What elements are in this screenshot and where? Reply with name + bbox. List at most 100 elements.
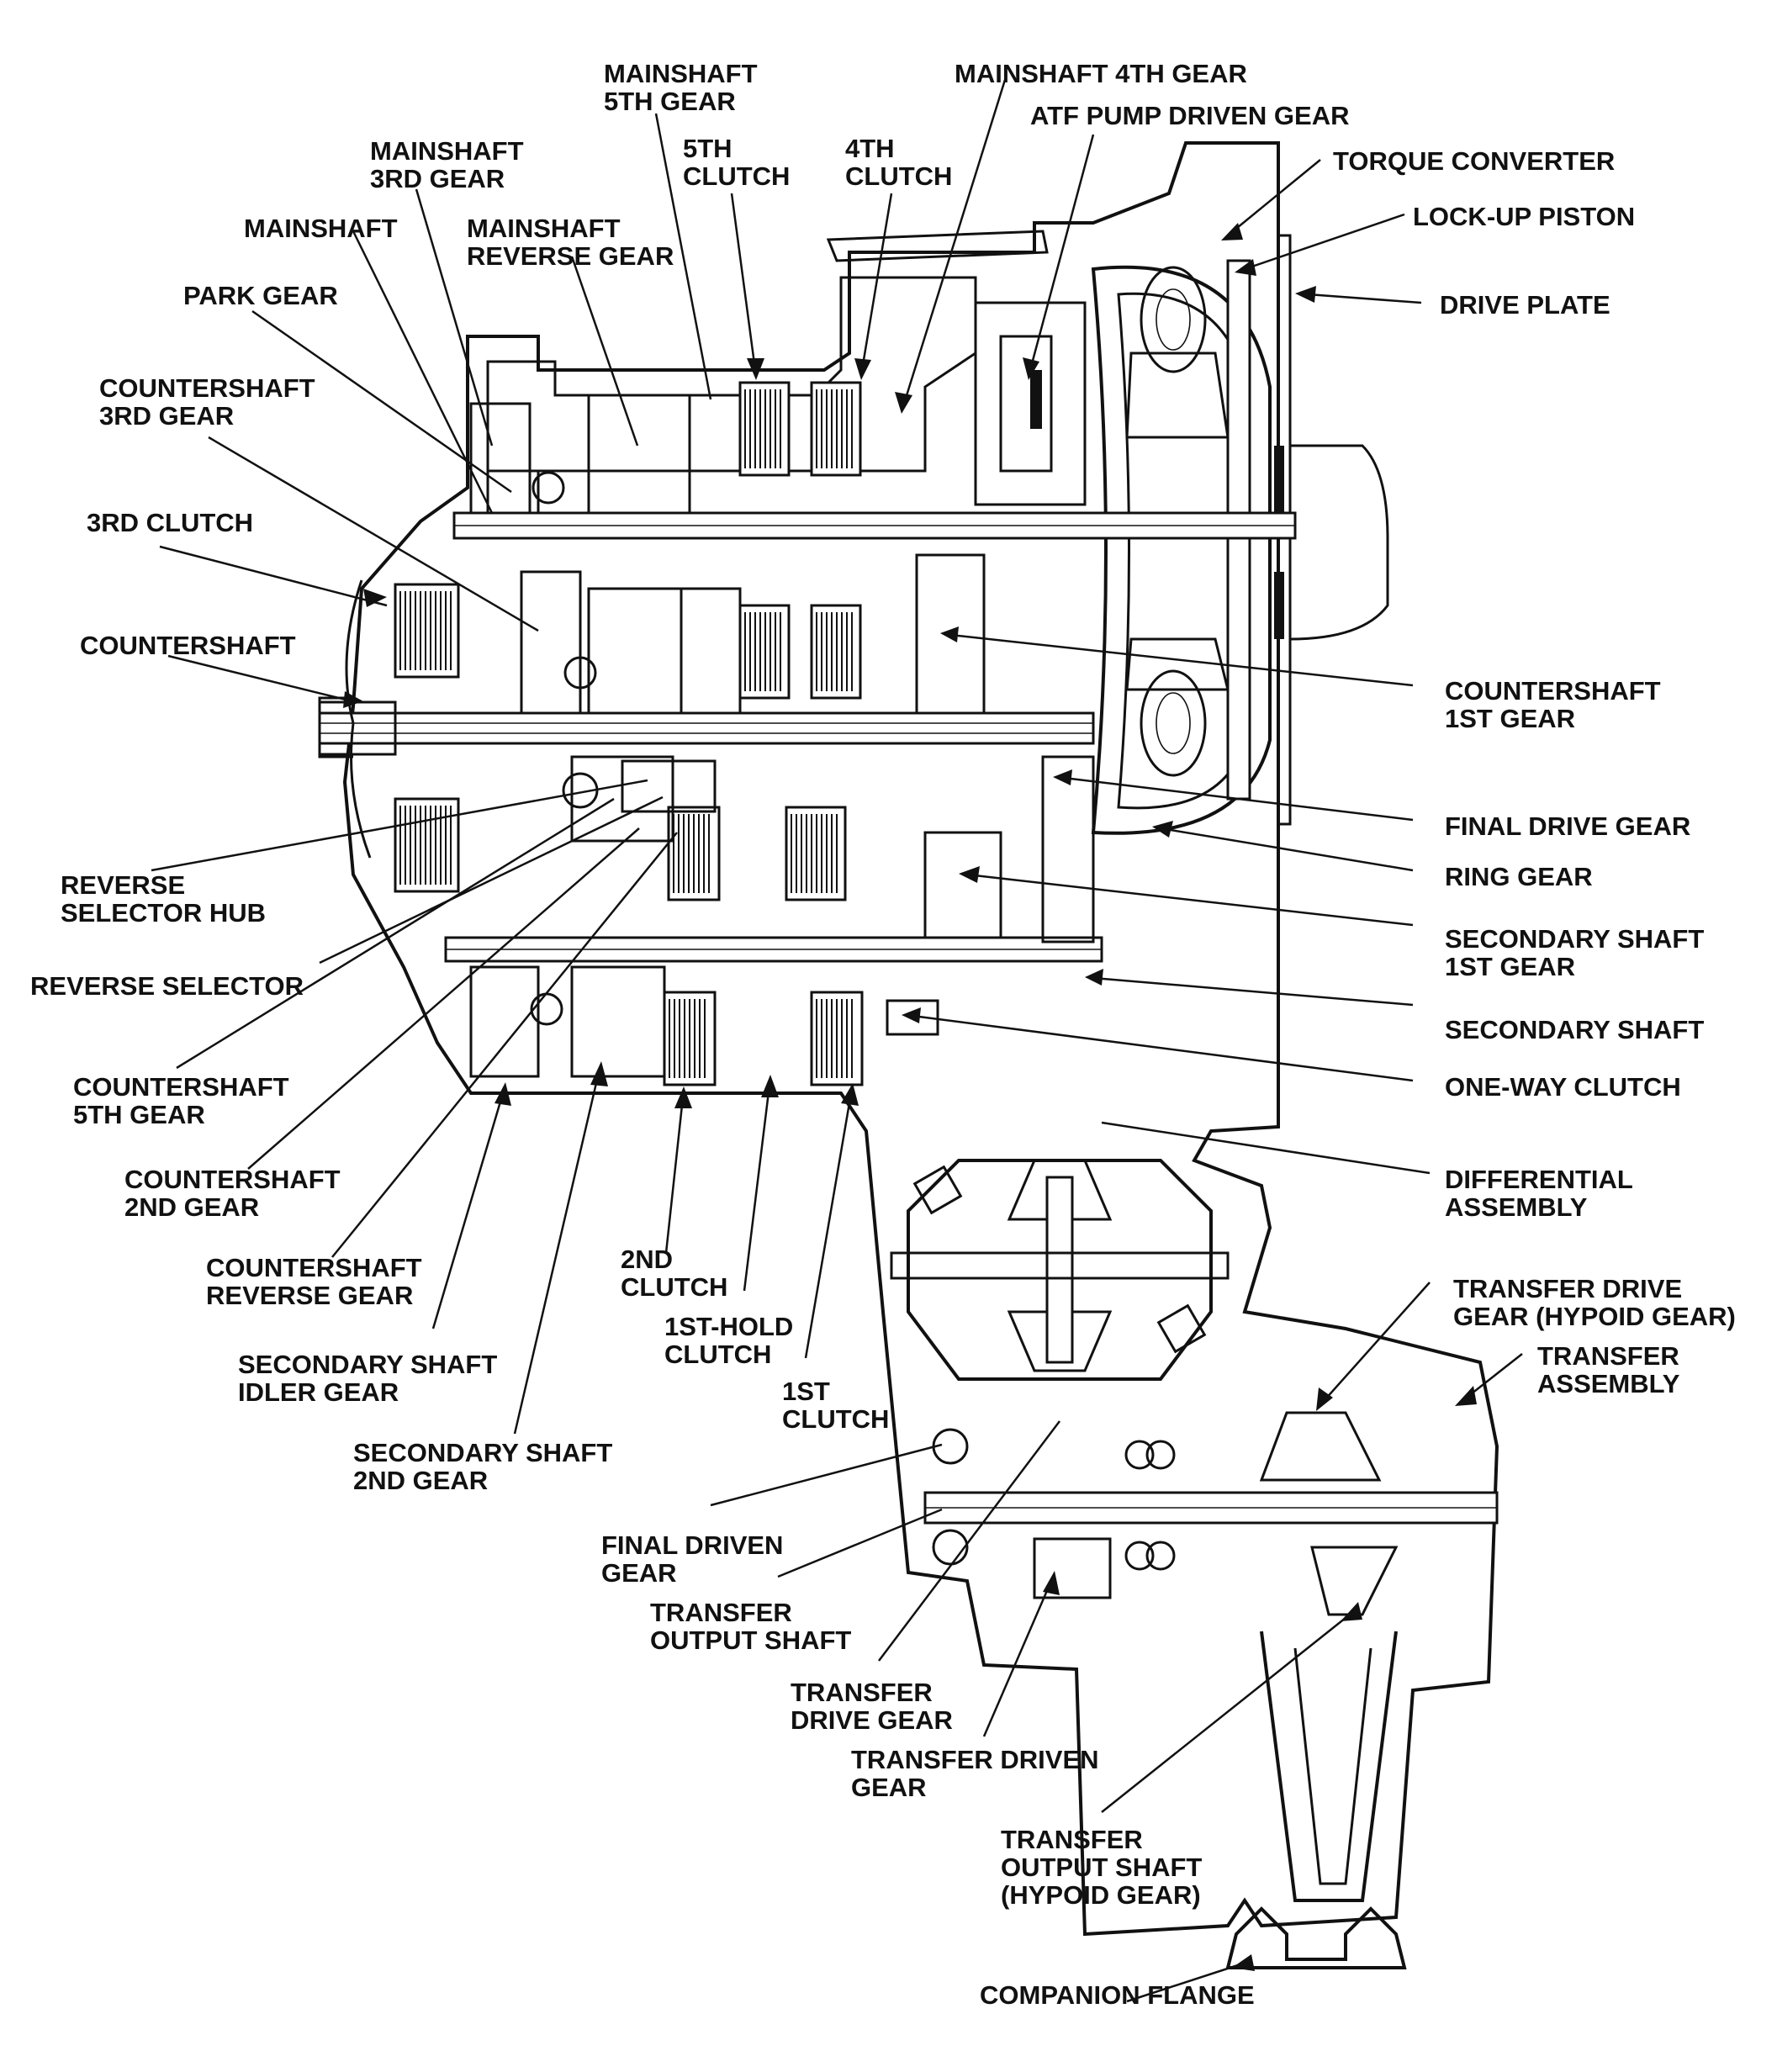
arrowhead-1st-clutch xyxy=(841,1083,859,1106)
label-ring-gear: RING GEAR xyxy=(1445,862,1593,891)
label-3rd-clutch: 3RD CLUTCH xyxy=(87,508,253,537)
callout-labels: MAINSHAFT 5TH GEAR MAINSHAFT 4TH GEAR AT… xyxy=(30,59,1736,2010)
leader-mainshaft-reverse-gear xyxy=(570,256,639,447)
leader-ring-gear xyxy=(1160,827,1414,872)
label-drive-plate: DRIVE PLATE xyxy=(1440,290,1610,320)
label-reverse-selector-hub: REVERSE SELECTOR HUB xyxy=(61,870,266,928)
turbine-upper xyxy=(1140,266,1207,373)
turbine-lower xyxy=(1140,669,1207,777)
arrowhead-3rd-clutch xyxy=(363,589,387,607)
arrowhead-transfer-driven-gear xyxy=(1043,1571,1060,1595)
leader-differential-assembly xyxy=(1101,1121,1431,1175)
reverse-selector-hub-body xyxy=(621,759,717,813)
label-1st-hold-clutch: 1ST-HOLD CLUTCH xyxy=(664,1312,801,1369)
differential-cross-pin xyxy=(1045,1176,1074,1364)
arrowhead-drive-plate xyxy=(1295,286,1316,303)
differential-case xyxy=(907,1159,1213,1381)
label-countershaft: COUNTERSHAFT xyxy=(80,631,296,660)
stator-upper xyxy=(1125,352,1230,439)
transmission-case-outline xyxy=(342,141,1499,1937)
atf-pump-gear xyxy=(999,335,1053,473)
bearing-transfer-b xyxy=(932,1529,969,1566)
leader-secondary-shaft xyxy=(1092,976,1414,1007)
countershaft-body xyxy=(318,711,1095,745)
leader-1st-clutch xyxy=(804,1092,853,1359)
leader-drive-plate xyxy=(1307,293,1422,304)
arrowhead-transfer-assembly xyxy=(1455,1386,1477,1406)
arrowhead-1st-hold-clutch xyxy=(761,1075,779,1097)
label-mainshaft-3rd-gear: MAINSHAFT 3RD GEAR xyxy=(370,136,531,193)
label-reverse-selector: REVERSE SELECTOR xyxy=(30,971,304,1001)
leader-final-driven-gear xyxy=(710,1443,943,1507)
secondary-shaft-2nd-gear-body xyxy=(570,965,666,1078)
label-transfer-drive-gear-hypoid: TRANSFER DRIVE GEAR (HYPOID GEAR) xyxy=(1453,1274,1736,1331)
leader-mainshaft-4th-gear xyxy=(902,79,1007,404)
arrowhead-5th-clutch xyxy=(747,358,764,380)
label-companion-flange: COMPANION FLANGE xyxy=(980,1980,1255,2010)
leader-3rd-clutch xyxy=(159,545,388,607)
secondary-shaft-1st-gear-body xyxy=(923,831,1002,939)
turbine-lower-core xyxy=(1156,692,1191,754)
leader-countershaft-2nd-gear xyxy=(247,827,640,1170)
label-1st-clutch: 1ST CLUTCH xyxy=(782,1377,889,1434)
label-transfer-output-shaft: TRANSFER OUTPUT SHAFT xyxy=(650,1598,851,1655)
leader-4th-clutch xyxy=(860,193,893,371)
arrowhead-one-way-clutch xyxy=(902,1007,921,1023)
label-atf-pump-driven-gear: ATF PUMP DRIVEN GEAR xyxy=(1030,101,1350,130)
countershaft-1st-gear-body xyxy=(915,553,986,715)
bearing-transfer-f xyxy=(1145,1541,1176,1571)
leader-park-gear xyxy=(251,309,512,494)
differential-pinion-lower xyxy=(1007,1310,1113,1372)
torque-converter-inner xyxy=(1117,292,1251,810)
hypoid-gear-upper xyxy=(1310,1546,1399,1616)
label-secondary-shaft-1st-gear: SECONDARY SHAFT 1ST GEAR xyxy=(1445,924,1711,981)
bearing-countershaft-upper xyxy=(563,656,597,690)
leader-mainshaft-3rd-gear xyxy=(415,188,494,447)
ring-gear-band-upper xyxy=(1274,446,1284,513)
transmission-cross-section xyxy=(318,141,1499,1969)
leader-lock-up-piston xyxy=(1244,213,1405,271)
label-5th-clutch: 5TH CLUTCH xyxy=(683,134,790,191)
leader-secondary-shaft-2nd-gear xyxy=(513,1071,600,1435)
differential-pinion-upper xyxy=(1007,1159,1113,1221)
label-mainshaft: MAINSHAFT xyxy=(244,214,398,243)
leader-one-way-clutch xyxy=(912,1014,1414,1082)
transfer-output-housing xyxy=(1260,1631,1398,1902)
park-gear-body xyxy=(486,469,540,515)
label-final-drive-gear: FINAL DRIVE GEAR xyxy=(1445,811,1690,841)
label-transfer-output-shaft-hypoid: TRANSFER OUTPUT SHAFT (HYPOID GEAR) xyxy=(1001,1825,1209,1910)
upper-cover xyxy=(826,230,1049,262)
turbine-upper-core xyxy=(1156,288,1191,351)
bearing-secondary-left xyxy=(530,992,563,1026)
label-park-gear: PARK GEAR xyxy=(183,281,338,310)
label-secondary-shaft-idler-gear: SECONDARY SHAFT IDLER GEAR xyxy=(238,1350,505,1407)
leader-countershaft-5th-gear xyxy=(176,797,615,1070)
final-drive-gear-body xyxy=(1041,755,1095,944)
leader-transfer-driven-gear xyxy=(982,1580,1053,1737)
arrowhead-ring-gear xyxy=(1152,821,1173,838)
leader-countershaft-3rd-gear xyxy=(208,436,539,632)
label-countershaft-2nd-gear: COUNTERSHAFT 2ND GEAR xyxy=(124,1165,347,1222)
arrowhead-2nd-clutch xyxy=(674,1086,692,1108)
flywheel-hub xyxy=(1289,444,1389,641)
mainshaft-3rd-gear-body xyxy=(469,402,532,515)
leader-transfer-drive-gear-hypoid xyxy=(1324,1282,1431,1401)
arrowhead-lock-up-piston xyxy=(1235,259,1256,276)
label-secondary-shaft-2nd-gear: SECONDARY SHAFT 2ND GEAR xyxy=(353,1438,620,1495)
label-differential-assembly: DIFFERENTIAL ASSEMBLY xyxy=(1445,1165,1640,1222)
arrowhead-final-drive-gear xyxy=(1053,769,1072,785)
leader-5th-clutch xyxy=(730,193,757,371)
bearing-transfer-e xyxy=(1124,1541,1155,1571)
leader-countershaft-reverse-gear xyxy=(331,832,678,1258)
atf-pump-housing xyxy=(974,301,1087,506)
countershaft-5th-gear-body xyxy=(570,755,674,843)
companion-flange-body xyxy=(1225,1906,1407,1969)
arrowhead-secondary-shaft-2nd-gear xyxy=(590,1061,608,1086)
label-transfer-driven-gear: TRANSFER DRIVEN GEAR xyxy=(851,1745,1106,1802)
leader-secondary-shaft-1st-gear xyxy=(966,873,1414,927)
leader-atf-pump-driven-gear xyxy=(1029,134,1095,371)
arrowhead-companion-flange xyxy=(1232,1954,1255,1971)
leader-1st-hold-clutch xyxy=(743,1084,771,1292)
leader-transfer-output-shaft-hypoid xyxy=(1101,1614,1351,1813)
label-countershaft-1st-gear: COUNTERSHAFT 1ST GEAR xyxy=(1445,676,1668,733)
